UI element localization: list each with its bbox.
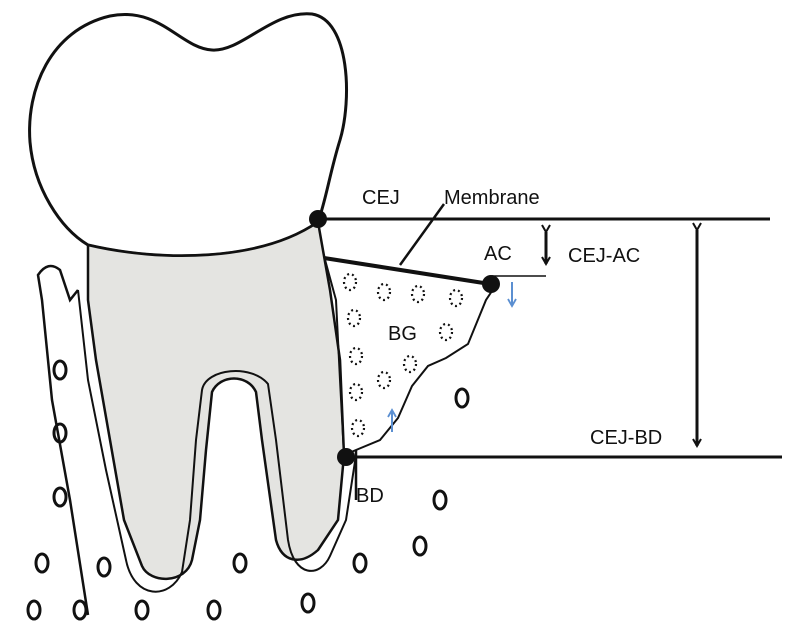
membrane-label: Membrane: [444, 187, 540, 209]
bd-point: [337, 448, 355, 466]
tooth-crown: [28, 12, 348, 258]
defect-outline: [323, 255, 495, 457]
cej-label: CEJ: [362, 187, 400, 209]
membrane-leader-line: [398, 203, 446, 266]
ac-label: AC: [484, 243, 512, 265]
membrane-line: [323, 256, 491, 286]
bg-label: BG: [388, 323, 417, 345]
cej-ac-label: CEJ-AC: [568, 245, 640, 267]
tooth-root: [86, 219, 346, 581]
root-ligament-outline: [77, 289, 357, 593]
cej-bd-label: CEJ-BD: [590, 427, 662, 449]
ac-point: [482, 275, 500, 293]
bd-label: BD: [356, 485, 384, 507]
cej-point: [309, 210, 327, 228]
bone-graft-particles: [342, 272, 464, 438]
bone-marrow-spaces: [26, 359, 470, 621]
